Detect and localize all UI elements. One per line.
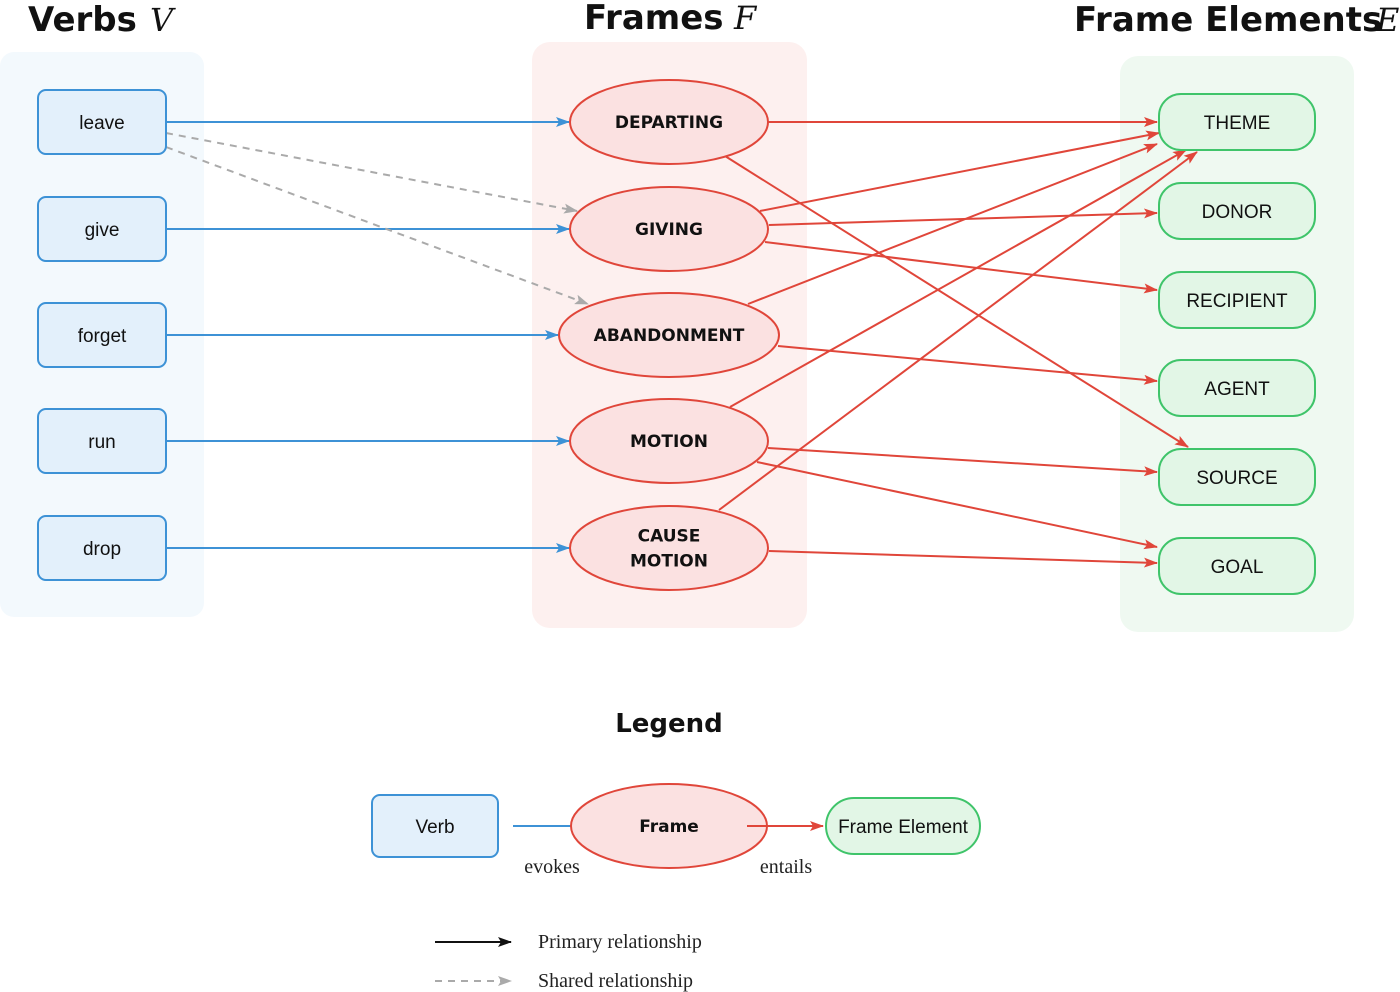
- frame-label: ABANDONMENT: [594, 326, 745, 346]
- legend-title: Legend: [615, 709, 723, 739]
- frame-ellipse: [569, 398, 769, 484]
- verb-box: [37, 302, 167, 368]
- legend-shared-label: Shared relationship: [538, 970, 693, 992]
- shared-edge: [165, 132, 578, 214]
- verbs-title: Verbs: [28, 0, 137, 40]
- legend-element-box: [825, 797, 981, 855]
- frame-ellipse: [569, 186, 769, 272]
- legend-verb-label: Verb: [415, 817, 454, 838]
- entails-edge: [764, 241, 1158, 294]
- frame-element-label: THEME: [1204, 113, 1271, 134]
- frame-label: MOTION: [630, 432, 708, 452]
- verb-box: [37, 196, 167, 262]
- verb-box: [37, 408, 167, 474]
- frame-label: MOTION: [630, 552, 708, 572]
- elements-symbol: E: [1375, 1, 1399, 39]
- frame-element-box: [1158, 182, 1316, 240]
- legend-entails-label: entails: [760, 856, 812, 878]
- edge-layer: [165, 117, 1198, 568]
- legend-verb-box: [371, 794, 499, 858]
- legend-element-label: Frame Element: [838, 817, 969, 838]
- frame-element-label: RECIPIENT: [1186, 291, 1288, 312]
- verb-box: [37, 89, 167, 155]
- frame-element-box: [1158, 359, 1316, 417]
- entails-edge: [768, 550, 1158, 568]
- verb-box: [37, 515, 167, 581]
- frames-symbol: F: [733, 0, 758, 37]
- verbs-symbol: V: [150, 1, 176, 39]
- legend: Legend Verb evokes Frame entails Frame E…: [371, 709, 981, 992]
- frame-element-label: GOAL: [1211, 557, 1264, 578]
- entails-edge: [759, 130, 1160, 212]
- verb-label: run: [88, 432, 115, 453]
- frame-ellipse: [569, 505, 769, 591]
- verb-label: forget: [78, 326, 127, 347]
- frame-element-label: SOURCE: [1196, 468, 1277, 489]
- frame-element-box: [1158, 537, 1316, 595]
- frame-element-box: [1158, 448, 1316, 506]
- verb-nodes: leave give forget run drop: [37, 89, 167, 581]
- entails-edge: [777, 345, 1158, 385]
- entails-edge: [729, 149, 1187, 408]
- legend-primary-label: Primary relationship: [538, 931, 702, 953]
- frame-ellipse: [558, 292, 780, 378]
- frame-label: CAUSE: [638, 527, 701, 547]
- elements-title: Frame Elements: [1074, 0, 1382, 40]
- frame-nodes: DEPARTING GIVING ABANDONMENT MOTION CAUSE MOT…: [558, 79, 780, 591]
- frame-ellipse: [569, 79, 769, 165]
- entails-edge: [724, 155, 1189, 448]
- frame-element-nodes: THEME DONOR RECIPIENT AGENT SOURCE GOAL: [1158, 93, 1316, 595]
- entails-edge: [747, 143, 1158, 305]
- frame-element-box: [1158, 271, 1316, 329]
- entails-edge: [767, 447, 1158, 477]
- frame-element-label: DONOR: [1202, 202, 1273, 223]
- entails-edge: [718, 151, 1198, 511]
- legend-frame-label: Frame: [639, 817, 699, 837]
- frame-label: DEPARTING: [615, 113, 723, 133]
- frame-element-box: [1158, 93, 1316, 151]
- verb-label: give: [85, 220, 120, 241]
- entails-edge: [756, 461, 1158, 550]
- verb-label: leave: [79, 113, 124, 134]
- verb-label: drop: [83, 539, 121, 560]
- frame-label: GIVING: [635, 220, 703, 240]
- legend-evokes-label: evokes: [524, 856, 580, 878]
- frames-title: Frames: [584, 0, 724, 38]
- shared-edge: [165, 146, 589, 305]
- frame-element-label: AGENT: [1204, 379, 1270, 400]
